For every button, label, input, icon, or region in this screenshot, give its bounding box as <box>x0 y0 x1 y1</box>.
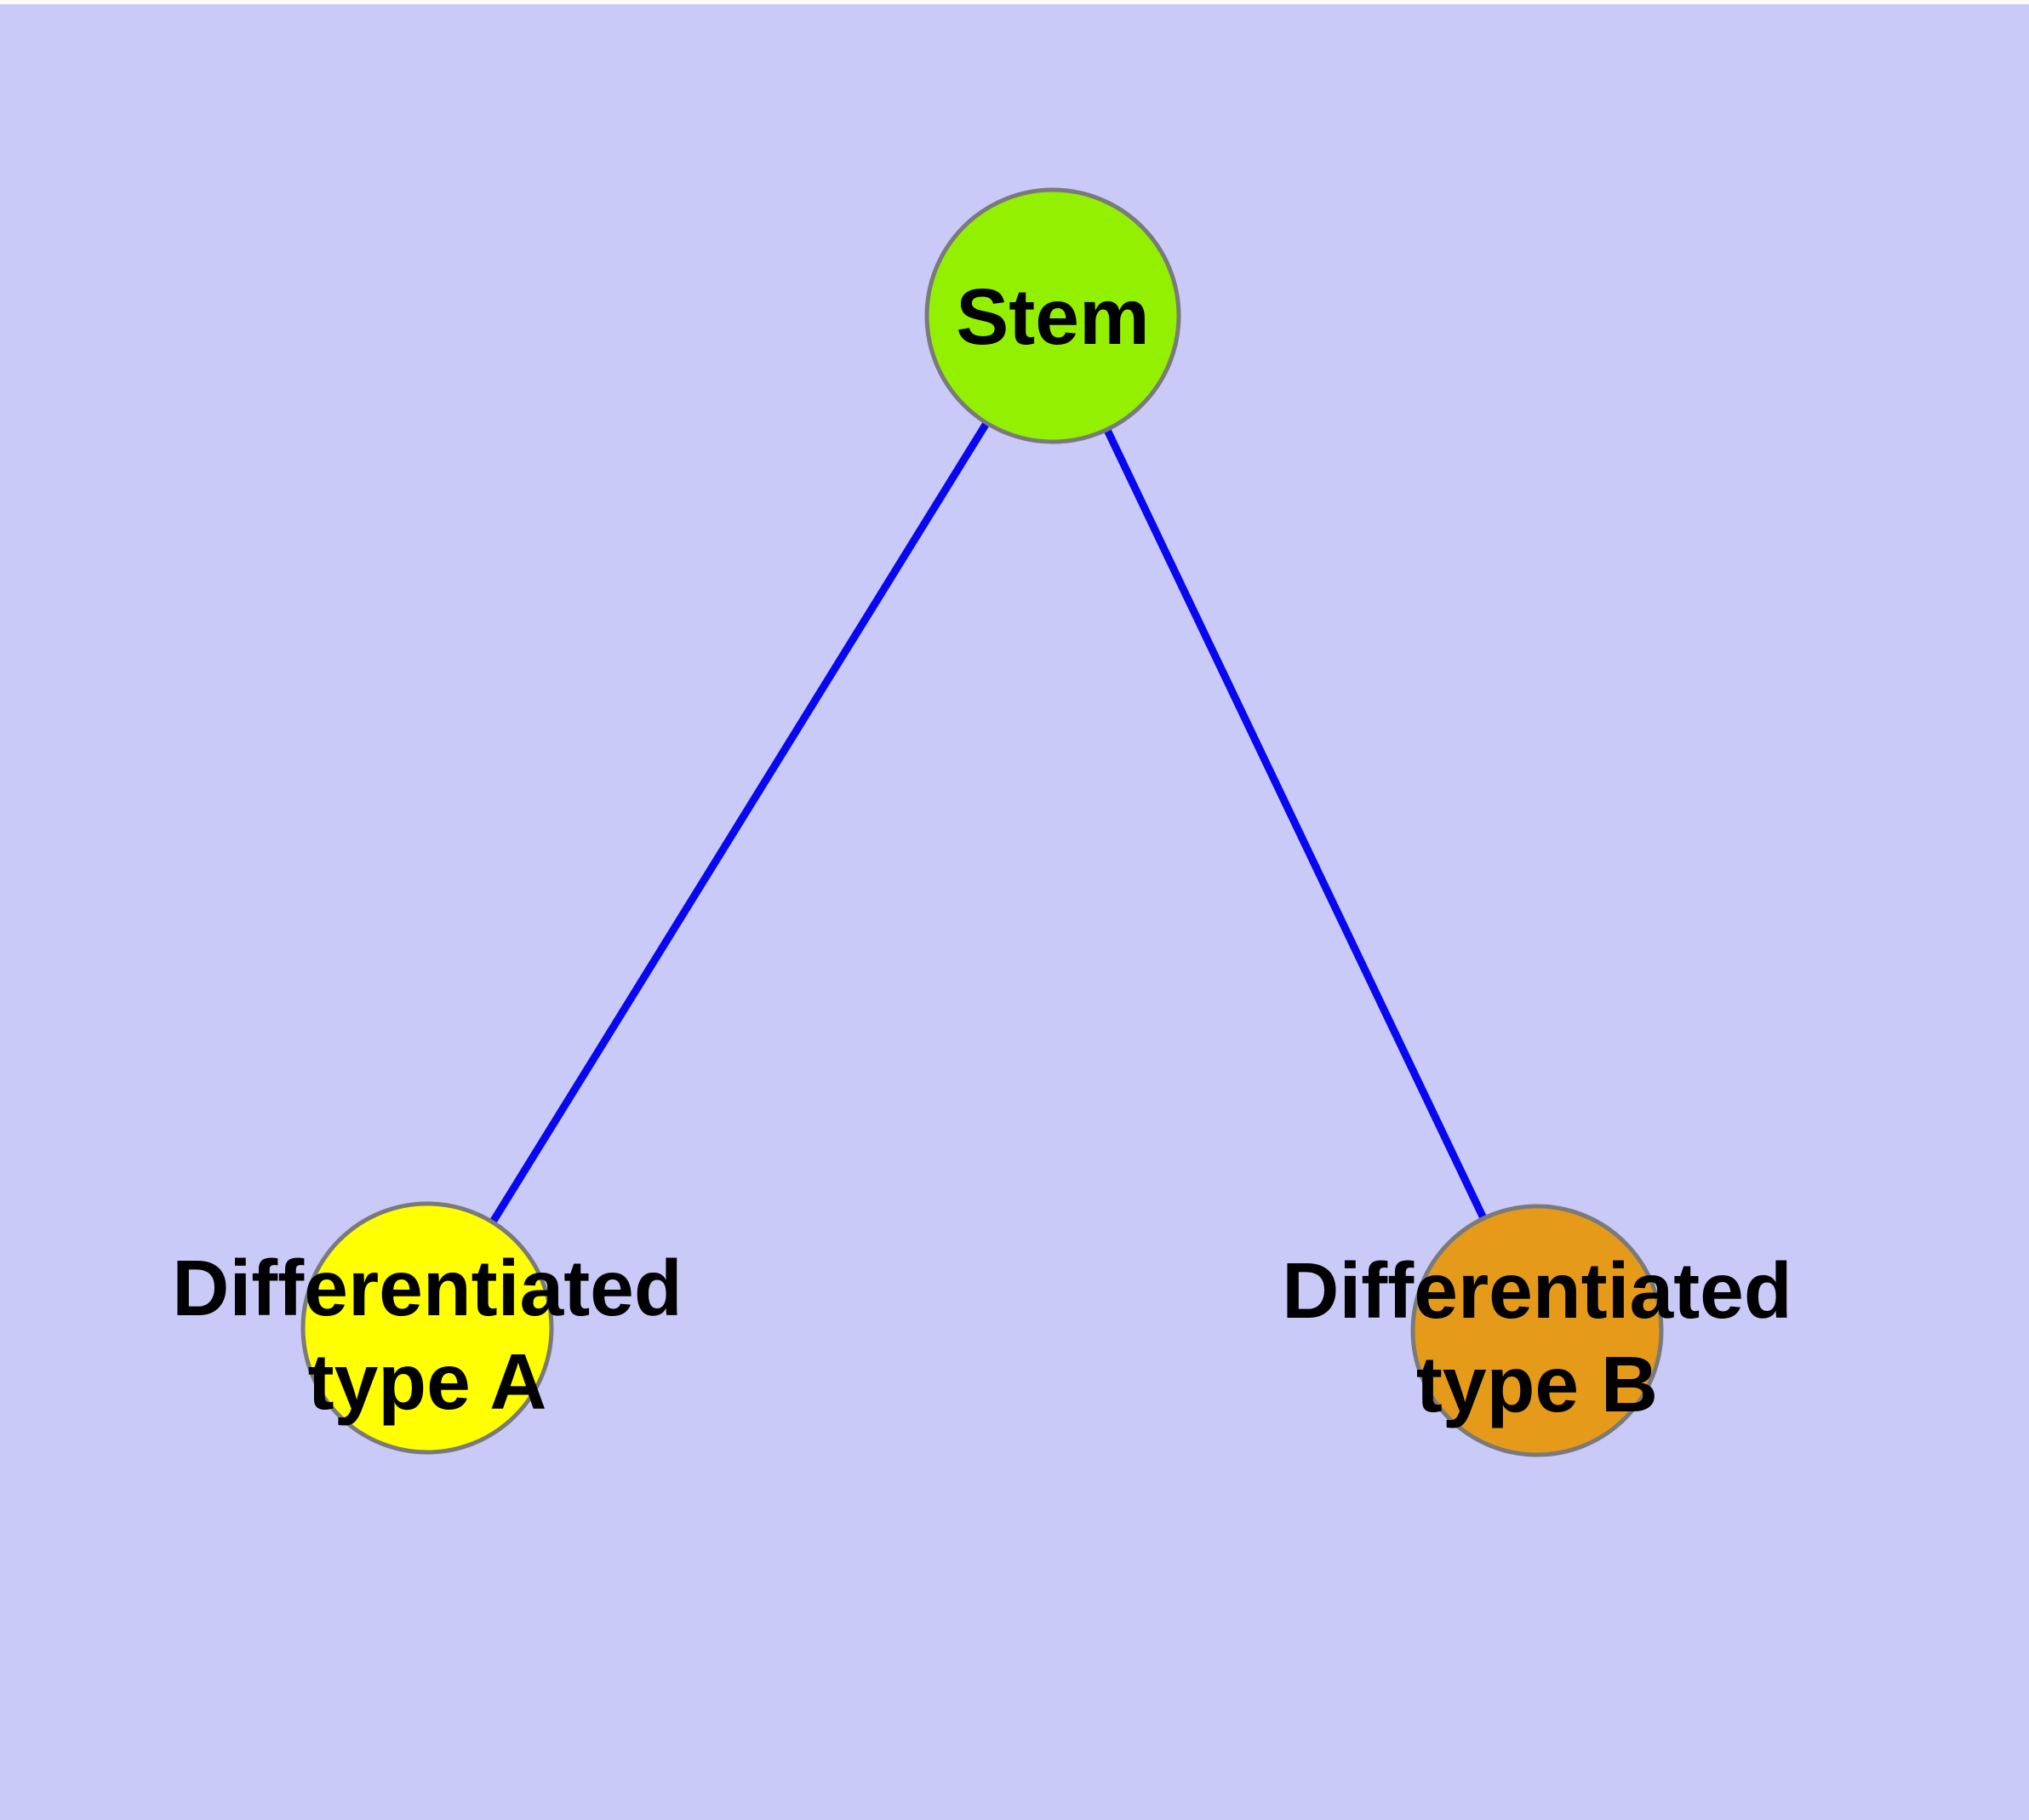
top-edge-strip <box>0 0 2029 4</box>
stem-node-label: Stem <box>956 272 1149 361</box>
type-a-label-line1: Differentiated <box>172 1244 682 1332</box>
node-differentiated-type-a[interactable] <box>300 1201 554 1455</box>
type-b-label-line1: Differentiated <box>1282 1246 1792 1335</box>
node-differentiated-type-b[interactable] <box>1410 1204 1664 1457</box>
edge-stem-to-type-b <box>1049 314 1541 1332</box>
type-a-label-line2: type A <box>308 1337 547 1426</box>
type-b-label-line2: type B <box>1416 1340 1658 1428</box>
edge-stem-to-type-a <box>424 313 1056 1331</box>
node-stem[interactable] <box>924 187 1181 444</box>
